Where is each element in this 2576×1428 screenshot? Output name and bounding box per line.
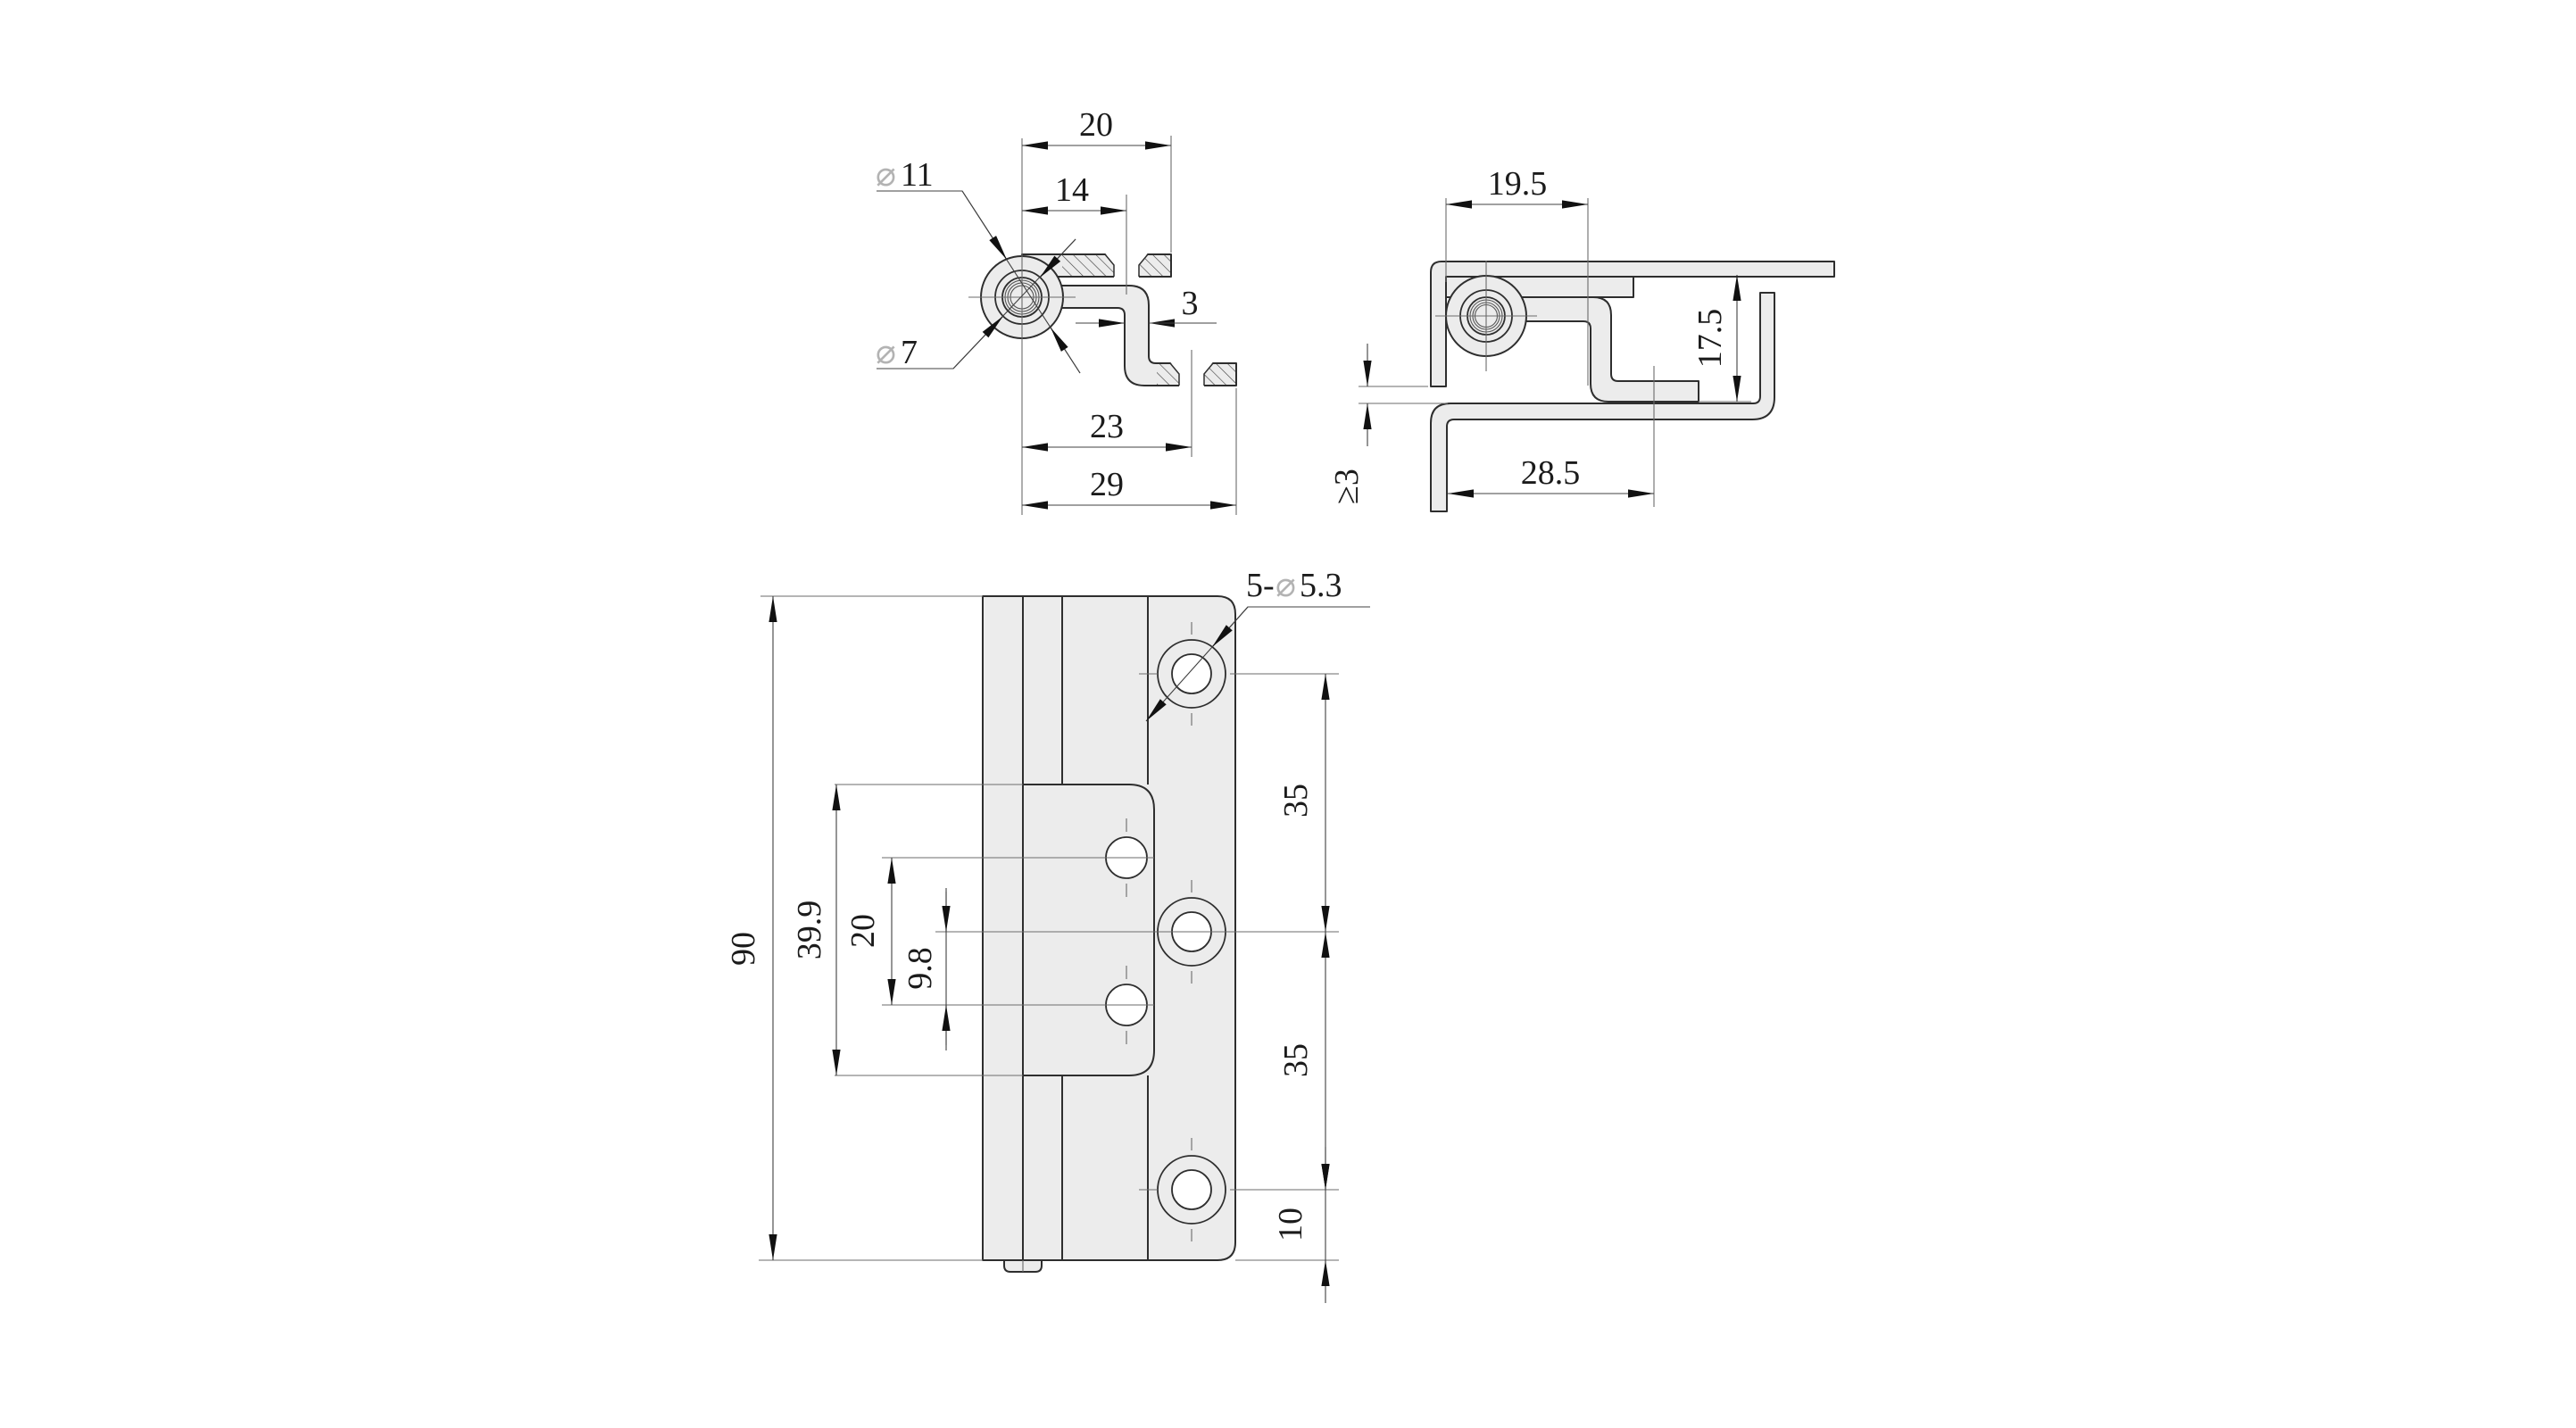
dim-text-19.5: 19.5 [1488, 165, 1548, 203]
dimension-lower-hole-offset: 23 [1022, 408, 1192, 452]
installed-view: 19.5 17.5 ≥3 28.5 [1328, 165, 1835, 512]
hatch-bottom-leaf-right [1204, 364, 1235, 385]
dimension-total-depth: 29 [1022, 466, 1236, 510]
dim-text-35-upper: 35 [1277, 784, 1315, 818]
dimension-clearance: ≥3 [1328, 344, 1372, 504]
dim-text-17.5: 17.5 [1691, 309, 1729, 369]
dim-text-5-prefix: 5- [1246, 567, 1275, 604]
dimension-height: 17.5 [1691, 275, 1741, 402]
diameter-symbol: ⌀ [876, 156, 896, 194]
dimension-hole-edge-distance: 10 [1272, 1147, 1330, 1303]
dim-text-29: 29 [1090, 466, 1124, 503]
front-view: 90 39.9 20 9.8 35 35 [725, 567, 1370, 1303]
dim-text-23: 23 [1090, 408, 1124, 445]
dim-text-20: 20 [1079, 106, 1113, 144]
dim-text-20: 20 [844, 914, 882, 948]
dim-text-5.3: 5.3 [1300, 567, 1342, 604]
dim-text-90: 90 [725, 932, 762, 966]
dim-text-3: 3 [1182, 285, 1199, 322]
dimension-hole-offset: 14 [1022, 171, 1126, 215]
dimension-bottom-offset: 28.5 [1448, 454, 1654, 498]
leader-mount-holes: 5- ⌀ 5.3 [1145, 567, 1370, 722]
dim-text-35-lower: 35 [1277, 1043, 1315, 1077]
dimension-hole-pitch-upper: 35 [1277, 674, 1330, 932]
frame-panel-profile [1430, 292, 1775, 512]
mount-hole-bottom [1157, 1155, 1226, 1225]
dim-text-39.9: 39.9 [791, 901, 828, 960]
dimension-total-height: 90 [725, 596, 777, 1260]
dimension-slot-hole-spacing: 20 [844, 858, 896, 1005]
hatch-top-leaf-left [1062, 255, 1114, 276]
center-leaf [1022, 784, 1155, 1076]
dim-text-ge3: ≥3 [1328, 469, 1366, 504]
dim-text-28.5: 28.5 [1521, 454, 1581, 492]
dim-text-dia11: 11 [901, 156, 934, 194]
dim-text-10: 10 [1272, 1208, 1309, 1241]
crosshair-hole-bottom [1139, 1138, 1192, 1241]
dimension-thickness: 3 [1076, 285, 1217, 328]
bottom-leaf-countersink-chamfer [1169, 362, 1214, 386]
leader-pin-diameter: ⌀ 7 [876, 238, 1076, 371]
dimension-top-offset: 19.5 [1446, 165, 1588, 209]
top-leaf-countersink-chamfer [1104, 253, 1149, 277]
dim-text-14: 14 [1055, 171, 1089, 209]
crosshair-hole-top [1139, 622, 1192, 726]
dimension-leaf-width: 20 [1022, 106, 1171, 150]
dimension-slot-hole-offset: 9.8 [902, 888, 951, 1050]
diameter-symbol: ⌀ [876, 334, 896, 371]
hatch-bottom-leaf-left [1157, 364, 1179, 385]
hatch-top-leaf-right [1139, 255, 1170, 276]
section-side-view: 20 14 3 23 29 ⌀ 11 [876, 106, 1237, 515]
diameter-symbol: ⌀ [1276, 567, 1296, 604]
z-leaf-section [1021, 285, 1237, 386]
dimension-hole-pitch-lower: 35 [1277, 932, 1330, 1190]
leader-knuckle-diameter: ⌀ 11 [876, 156, 1081, 374]
dim-text-dia7: 7 [901, 334, 918, 371]
dimension-center-leaf-height: 39.9 [791, 785, 841, 1075]
dim-text-9.8: 9.8 [902, 947, 939, 990]
